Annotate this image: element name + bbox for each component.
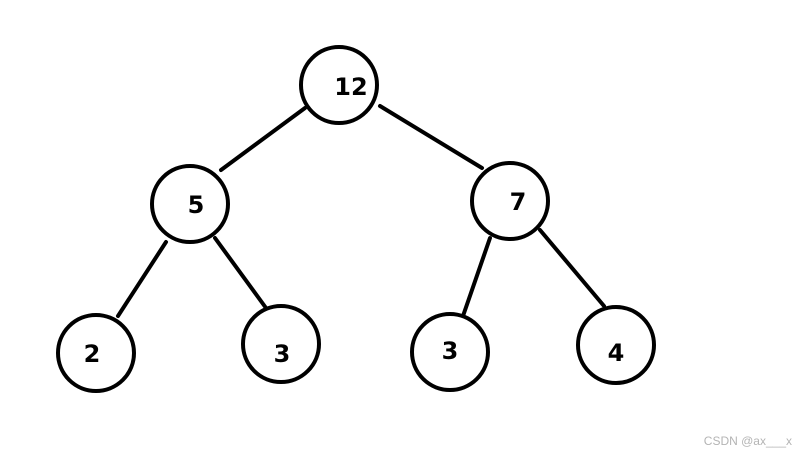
node-label: 3 [442, 337, 459, 365]
tree-node-right-right: 4 [576, 305, 656, 385]
edge-5-2 [116, 240, 168, 318]
tree-node-left-right: 3 [241, 304, 321, 384]
tree-node-right-left: 3 [410, 312, 490, 392]
node-label: 3 [274, 340, 291, 368]
edge-5-3 [213, 236, 268, 310]
node-label: 4 [608, 339, 625, 367]
edge-7-4 [538, 228, 606, 308]
node-label: 12 [334, 73, 367, 101]
edge-12-5 [219, 106, 307, 172]
watermark: CSDN @ax___x [703, 434, 792, 448]
tree-node-left-left: 2 [56, 313, 136, 393]
tree-node-left: 5 [150, 164, 230, 244]
tree-node-root: 12 [299, 45, 379, 125]
node-label: 2 [84, 340, 101, 368]
node-label: 7 [510, 188, 527, 216]
edge-7-3 [461, 236, 492, 318]
node-label: 5 [188, 191, 205, 219]
tree-node-right: 7 [470, 161, 550, 241]
edge-12-7 [378, 104, 484, 170]
